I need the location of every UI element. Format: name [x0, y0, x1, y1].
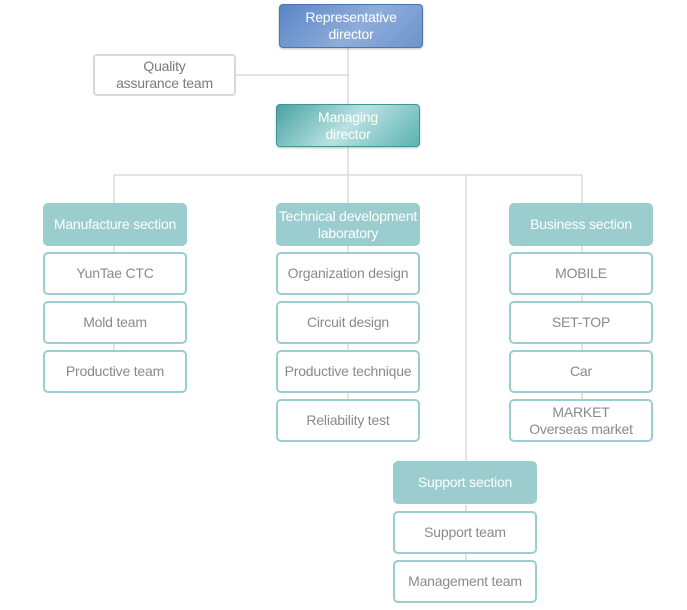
manufacture-section-header: Manufacture section — [43, 203, 187, 246]
technical-item: Circuit design — [276, 301, 420, 344]
manufacture-item: YunTae CTC — [43, 252, 187, 295]
business-item-label-line: SET-TOP — [551, 314, 611, 330]
quality-assurance-box-label-line: Quality — [143, 58, 186, 74]
support-item-label-line: Management team — [408, 573, 522, 589]
representative-director-box-label-line: Representative — [305, 9, 397, 25]
representative-director-box-label-line: director — [328, 26, 374, 42]
manufacture-item-label-line: Mold team — [83, 314, 147, 330]
business-section-header-label-line: Business section — [530, 216, 632, 232]
manufacture-item: Mold team — [43, 301, 187, 344]
business-item: MOBILE — [509, 252, 653, 295]
business-item: SET-TOP — [509, 301, 653, 344]
business-item-label-line: Overseas market — [529, 420, 633, 437]
business-item: Car — [509, 350, 653, 393]
manufacture-item-label-line: Productive team — [65, 363, 165, 379]
business-item-label-line: Car — [570, 363, 592, 379]
technical-item-label-line: Circuit design — [306, 314, 389, 330]
business-item-label-line: MARKET — [552, 403, 610, 420]
technical-item-label-line: Productive technique — [284, 363, 412, 379]
technical-item: Productive technique — [276, 350, 420, 393]
managing-director-box-label-line: director — [325, 125, 371, 142]
technical-item-label-line: Organization design — [287, 265, 409, 281]
support-item: Management team — [393, 560, 537, 603]
technical-section-header-label-line: laboratory — [317, 224, 379, 241]
managing-director-box-label-line: Managing — [318, 108, 378, 125]
manufacture-section-header-label-line: Manufacture section — [53, 216, 177, 232]
quality-assurance-box-label-line: assurance team — [116, 75, 213, 91]
technical-item-label-line: Reliability test — [306, 412, 390, 428]
manufacture-item: Productive team — [43, 350, 187, 393]
support-item-label-line: Support team — [424, 524, 506, 540]
support-section-header: Support section — [393, 461, 537, 504]
technical-item: Organization design — [276, 252, 420, 295]
technical-item: Reliability test — [276, 399, 420, 442]
technical-section-header-label-line: Technical development — [278, 207, 418, 224]
business-item-label-line: MOBILE — [555, 265, 607, 281]
support-section-header-label-line: Support section — [417, 474, 513, 490]
manufacture-item-label-line: YunTae CTC — [76, 265, 154, 281]
business-section-header: Business section — [509, 203, 653, 246]
support-item: Support team — [393, 511, 537, 554]
